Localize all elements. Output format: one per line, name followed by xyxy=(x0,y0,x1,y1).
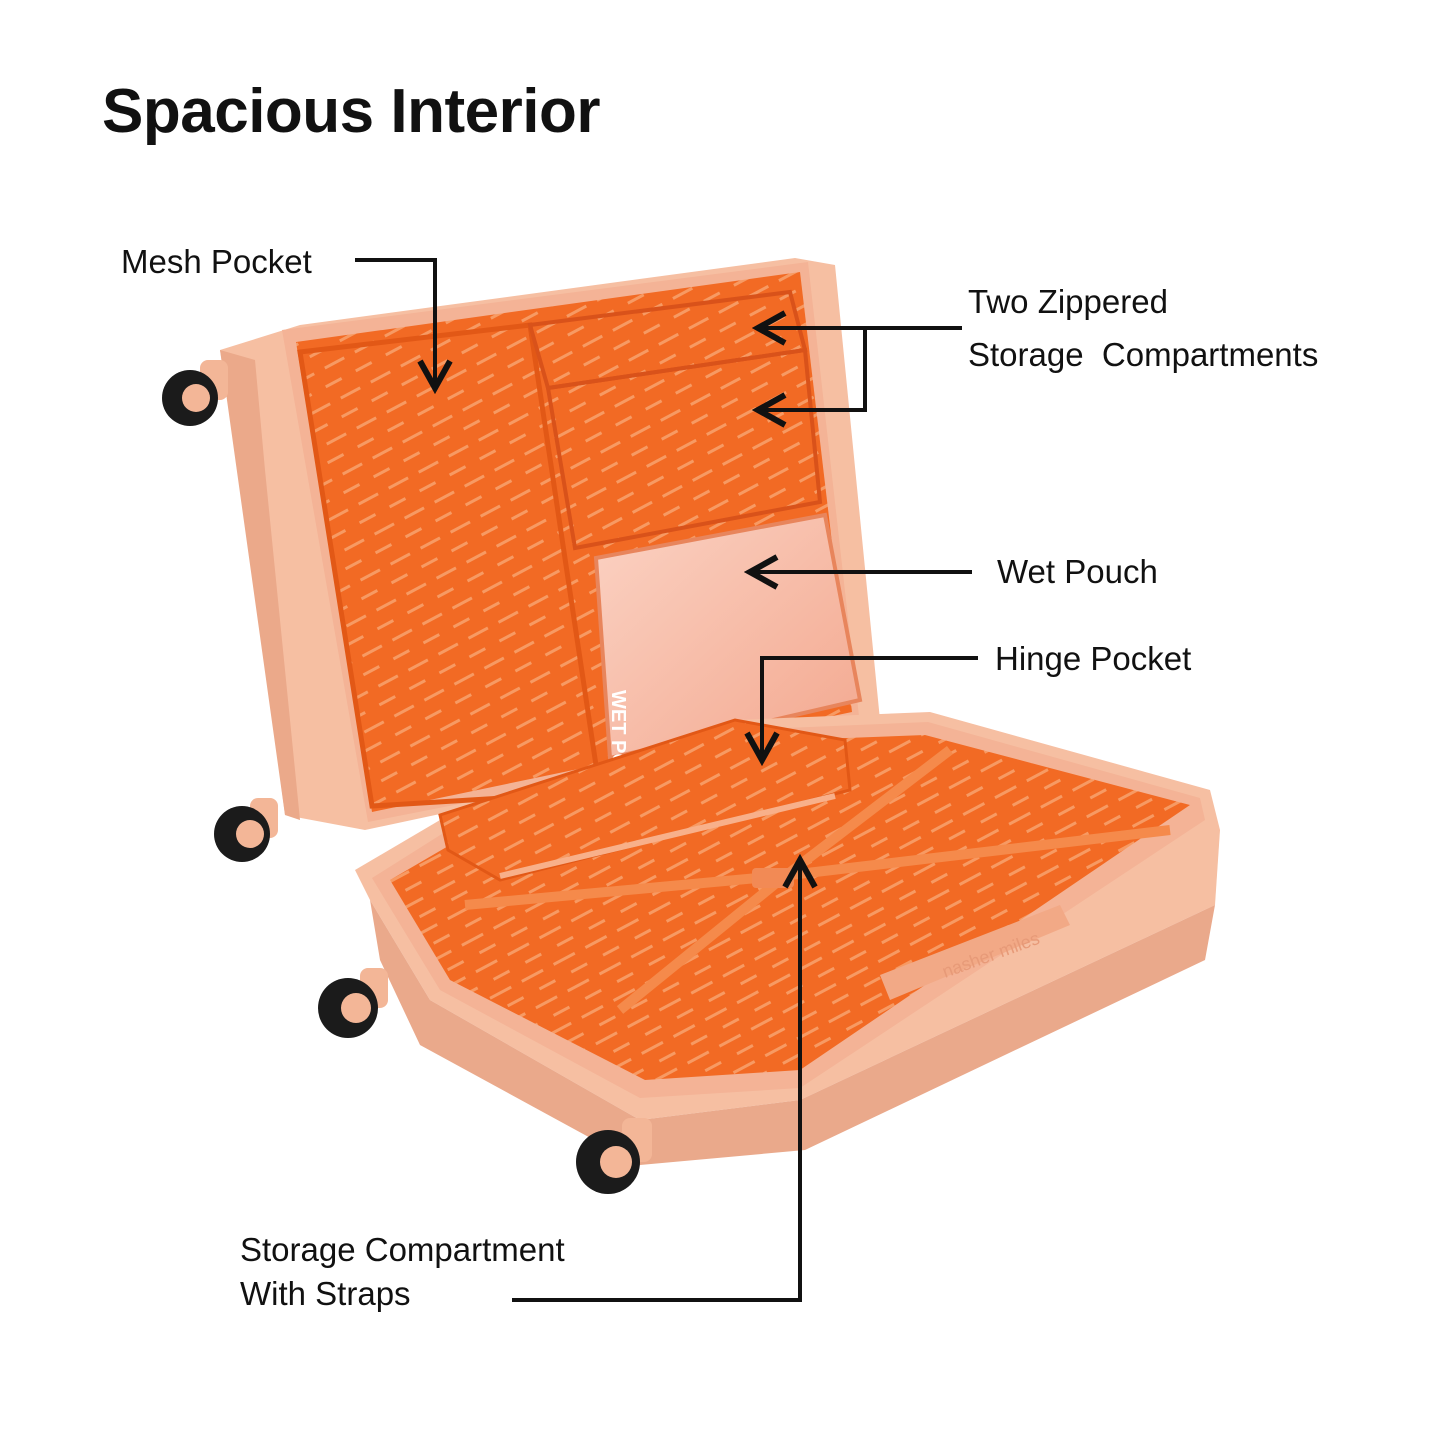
mesh-pocket-arrow xyxy=(355,258,435,388)
side-handle xyxy=(880,905,1070,1000)
hinge-pocket-arrow xyxy=(762,656,978,760)
storage-straps-label: Storage Compartment With Straps xyxy=(240,1228,565,1315)
callout-lines xyxy=(355,258,978,1302)
strap-buckle xyxy=(752,868,794,888)
suitcase-lid: WET POUCH xyxy=(220,258,880,830)
hinge-pocket-text: Hinge Pocket xyxy=(995,640,1192,677)
zippered-line-1: Two Zippered xyxy=(968,283,1168,320)
zippered-line-2: Storage Compartments xyxy=(968,336,1319,374)
wheel-mid-left xyxy=(214,798,278,862)
wheel-top-left xyxy=(162,360,228,426)
storage-straps-line-2: With Straps xyxy=(240,1274,411,1312)
hinge-pocket-label: Hinge Pocket xyxy=(995,632,1191,685)
suitcase-base: nasher miles xyxy=(355,712,1220,1165)
zippered-compartment-lower xyxy=(545,347,823,551)
storage-straps-arrow xyxy=(512,860,800,1302)
storage-straps-line-1: Storage Compartment xyxy=(240,1231,565,1268)
wet-pouch-label: Wet Pouch xyxy=(997,545,1158,598)
hinge-pocket-zipper xyxy=(499,793,836,879)
mesh-pocket-label: Mesh Pocket xyxy=(121,235,312,288)
zippered-label: Two Zippered Storage Compartments xyxy=(968,275,1318,382)
wet-pouch xyxy=(593,512,863,761)
wet-pouch-text: Wet Pouch xyxy=(997,553,1158,590)
wheel-front xyxy=(576,1118,652,1194)
zippered-arrow-lower xyxy=(758,328,867,410)
page-title: Spacious Interior xyxy=(102,77,600,146)
mesh-pocket-text: Mesh Pocket xyxy=(121,243,312,280)
wheel-lower-left xyxy=(318,968,388,1038)
